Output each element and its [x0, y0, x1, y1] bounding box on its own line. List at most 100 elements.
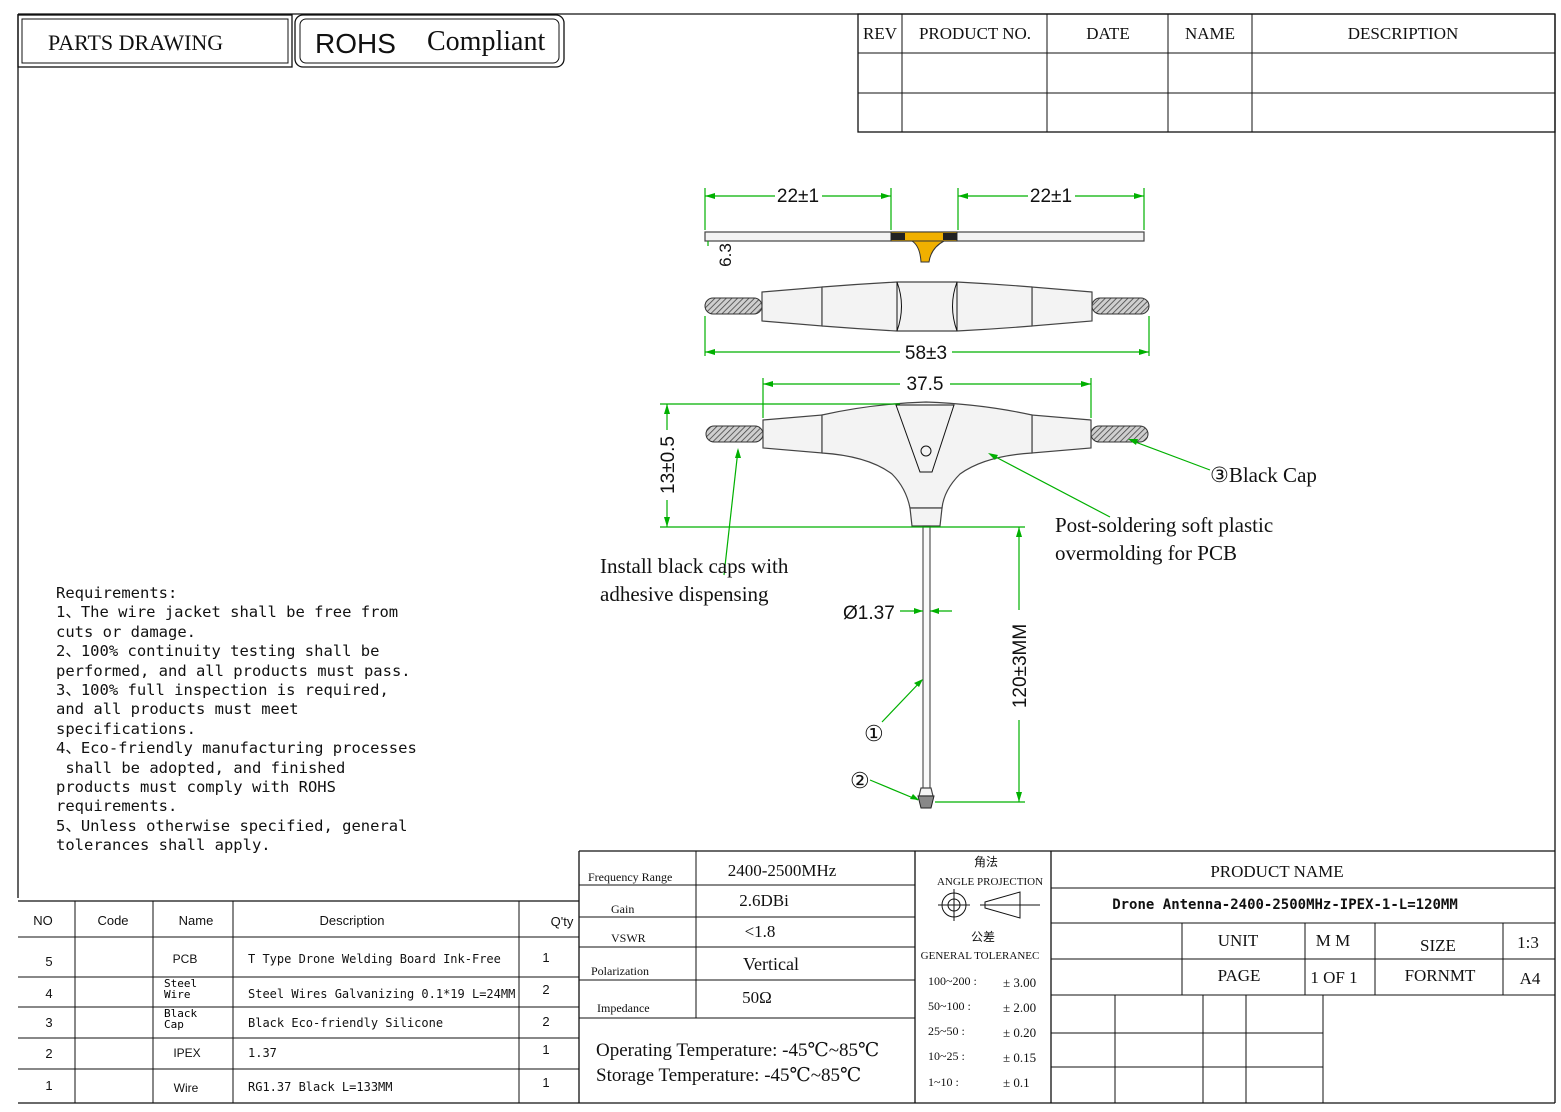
parts-drawing-label: PARTS DRAWING — [48, 30, 223, 55]
bom-row-name: IPEX — [173, 1046, 200, 1060]
antenna-t-view: 37.5 13±0.5 120±3MM Ø1.37 — [658, 374, 1211, 809]
projection-symbol-icon — [938, 889, 1040, 921]
title-block: PRODUCT NAME Drone Antenna-2400-2500MHz-… — [1051, 862, 1555, 1103]
spec-label: Polarization — [591, 964, 649, 978]
requirement-line: performed, and all products must pass. — [56, 661, 411, 680]
right-arm-dimension: 22±1 — [1030, 186, 1072, 207]
bom-row-name: Black Cap — [164, 1008, 198, 1031]
requirement-line: and all products must meet — [56, 700, 299, 719]
rohs-label: ROHS — [315, 28, 396, 59]
spec-table: Frequency Range 2400-2500MHz Gain 2.6DBi… — [578, 850, 1555, 1103]
bom-row-description: 1.37 — [248, 1046, 277, 1060]
unit-label: UNIT — [1218, 931, 1259, 950]
black-cap-callout: ③Black Cap — [1210, 463, 1317, 487]
tolerance-range: 100~200 : — [928, 974, 977, 988]
projection-block: 角法 ANGLE PROJECTION 公差 GENERAL TOLERANEC… — [921, 851, 1052, 1103]
body-height-dimension: 13±0.5 — [658, 436, 679, 494]
page-label: PAGE — [1218, 966, 1261, 985]
rev-header: REV — [863, 24, 898, 43]
bom-row-name: Steel Wire — [164, 978, 198, 1001]
requirement-line: cuts or damage. — [56, 622, 196, 641]
tolerance-range: 50~100 : — [928, 999, 971, 1013]
requirement-line: specifications. — [56, 719, 196, 738]
size-label: SIZE — [1420, 936, 1456, 955]
bom-row-no: 4 — [45, 986, 52, 1001]
angle-cn: 角法 — [974, 855, 998, 869]
tolerance-range: 1~10 : — [928, 1075, 959, 1089]
bom-row-description: T Type Drone Welding Board Ink-Free — [248, 952, 501, 966]
name-header: NAME — [1185, 24, 1235, 43]
bom-row-qty: 2 — [542, 1014, 549, 1029]
spec-label: Gain — [611, 902, 634, 916]
bom-header-qty: Q'ty — [551, 914, 574, 929]
antenna-side-view: 22±1 22±1 6.3 — [704, 186, 1145, 267]
compliant-label: Compliant — [427, 26, 545, 57]
requirements-title: Requirements: — [56, 584, 178, 602]
tolerance-value: ± 0.20 — [1003, 1025, 1036, 1040]
left-arm-dimension: 22±1 — [777, 186, 819, 207]
bom-row-description: Black Eco-friendly Silicone — [248, 1016, 443, 1030]
tolerance-cn: 公差 — [971, 930, 995, 944]
antenna-front-view: 58±3 — [704, 281, 1150, 364]
requirement-line: 3、100% full inspection is required, — [56, 681, 389, 700]
parts-drawing-box: PARTS DRAWING — [17, 14, 293, 68]
wire-diameter-dimension: Ø1.37 — [843, 603, 895, 624]
overmold-callout-line2: overmolding for PCB — [1055, 541, 1237, 565]
thickness-dimension: 6.3 — [716, 243, 735, 267]
tolerance-range: 25~50 : — [928, 1024, 965, 1038]
requirement-line: requirements. — [56, 797, 178, 816]
requirements-notes: Requirements: 1、The wire jacket shall be… — [56, 584, 476, 856]
requirement-line: 2、100% continuity testing shall be — [56, 642, 380, 661]
bom-header-code: Code — [97, 913, 128, 928]
operating-temperature: Operating Temperature: -45℃~85℃ — [596, 1040, 879, 1061]
spec-value: 50Ω — [742, 988, 772, 1007]
requirement-line: shall be adopted, and finished — [56, 758, 346, 777]
bom-header-description: Description — [319, 913, 384, 928]
marker-2: ② — [850, 768, 870, 793]
marker-1: ① — [864, 721, 884, 746]
body-width-dimension: 37.5 — [907, 374, 944, 395]
product-no-header: PRODUCT NO. — [919, 24, 1031, 43]
spec-label: Frequency Range — [588, 870, 672, 884]
requirement-line: tolerances shall apply. — [56, 836, 271, 855]
bom-row-name: Wire — [174, 1081, 199, 1095]
description-header: DESCRIPTION — [1348, 24, 1459, 43]
bom-row-qty: 2 — [542, 982, 549, 997]
requirement-line: 4、Eco-friendly manufacturing processes — [56, 739, 417, 758]
bom-row-qty: 1 — [542, 1042, 549, 1057]
requirement-line: 5、Unless otherwise specified, general — [56, 816, 408, 835]
caps-callout-line1: Install black caps with — [600, 554, 789, 578]
bom-row-description: RG1.37 Black L=133MM — [248, 1080, 393, 1094]
bom-row-qty: 1 — [542, 1075, 549, 1090]
tolerance-range: 10~25 : — [928, 1049, 965, 1063]
bom-header-no: NO — [33, 913, 53, 928]
tolerance-value: ± 2.00 — [1003, 1000, 1036, 1015]
spec-value: Vertical — [743, 954, 799, 974]
angle-en: ANGLE PROJECTION — [937, 876, 1043, 888]
tolerance-value: ± 0.1 — [1003, 1075, 1030, 1090]
spec-value: 2400-2500MHz — [728, 861, 837, 880]
tolerance-value: ± 0.15 — [1003, 1050, 1036, 1065]
format-label: FORNMT — [1405, 966, 1476, 985]
product-name: Drone Antenna-2400-2500MHz-IPEX-1-L=120M… — [1112, 897, 1458, 913]
spec-value: 2.6DBi — [739, 891, 789, 910]
format-value: A4 — [1520, 969, 1541, 988]
bom-row-no: 5 — [45, 954, 52, 969]
requirement-line: products must comply with ROHS — [56, 778, 336, 797]
bom-row-name: PCB — [173, 952, 198, 966]
bom-header-name: Name — [179, 913, 214, 928]
bom-row-no: 1 — [45, 1078, 52, 1093]
tolerance-value: ± 3.00 — [1003, 975, 1036, 990]
wire-length-dimension: 120±3MM — [1010, 624, 1031, 708]
bom-row-description: Steel Wires Galvanizing 0.1*19 L=24MM — [248, 987, 515, 1001]
rohs-compliant-box: ROHS Compliant — [294, 14, 565, 68]
bom-row-qty: 1 — [542, 950, 549, 965]
tolerance-en: GENERAL TOLERANEC — [921, 950, 1040, 962]
bom-row-no: 2 — [45, 1046, 52, 1061]
revision-table: REV PRODUCT NO. DATE NAME DESCRIPTION — [857, 13, 1556, 133]
requirement-line: 1、The wire jacket shall be free from — [56, 603, 399, 622]
spec-label: VSWR — [611, 931, 646, 945]
overall-length-dimension: 58±3 — [905, 343, 947, 364]
spec-value: <1.8 — [745, 922, 776, 941]
